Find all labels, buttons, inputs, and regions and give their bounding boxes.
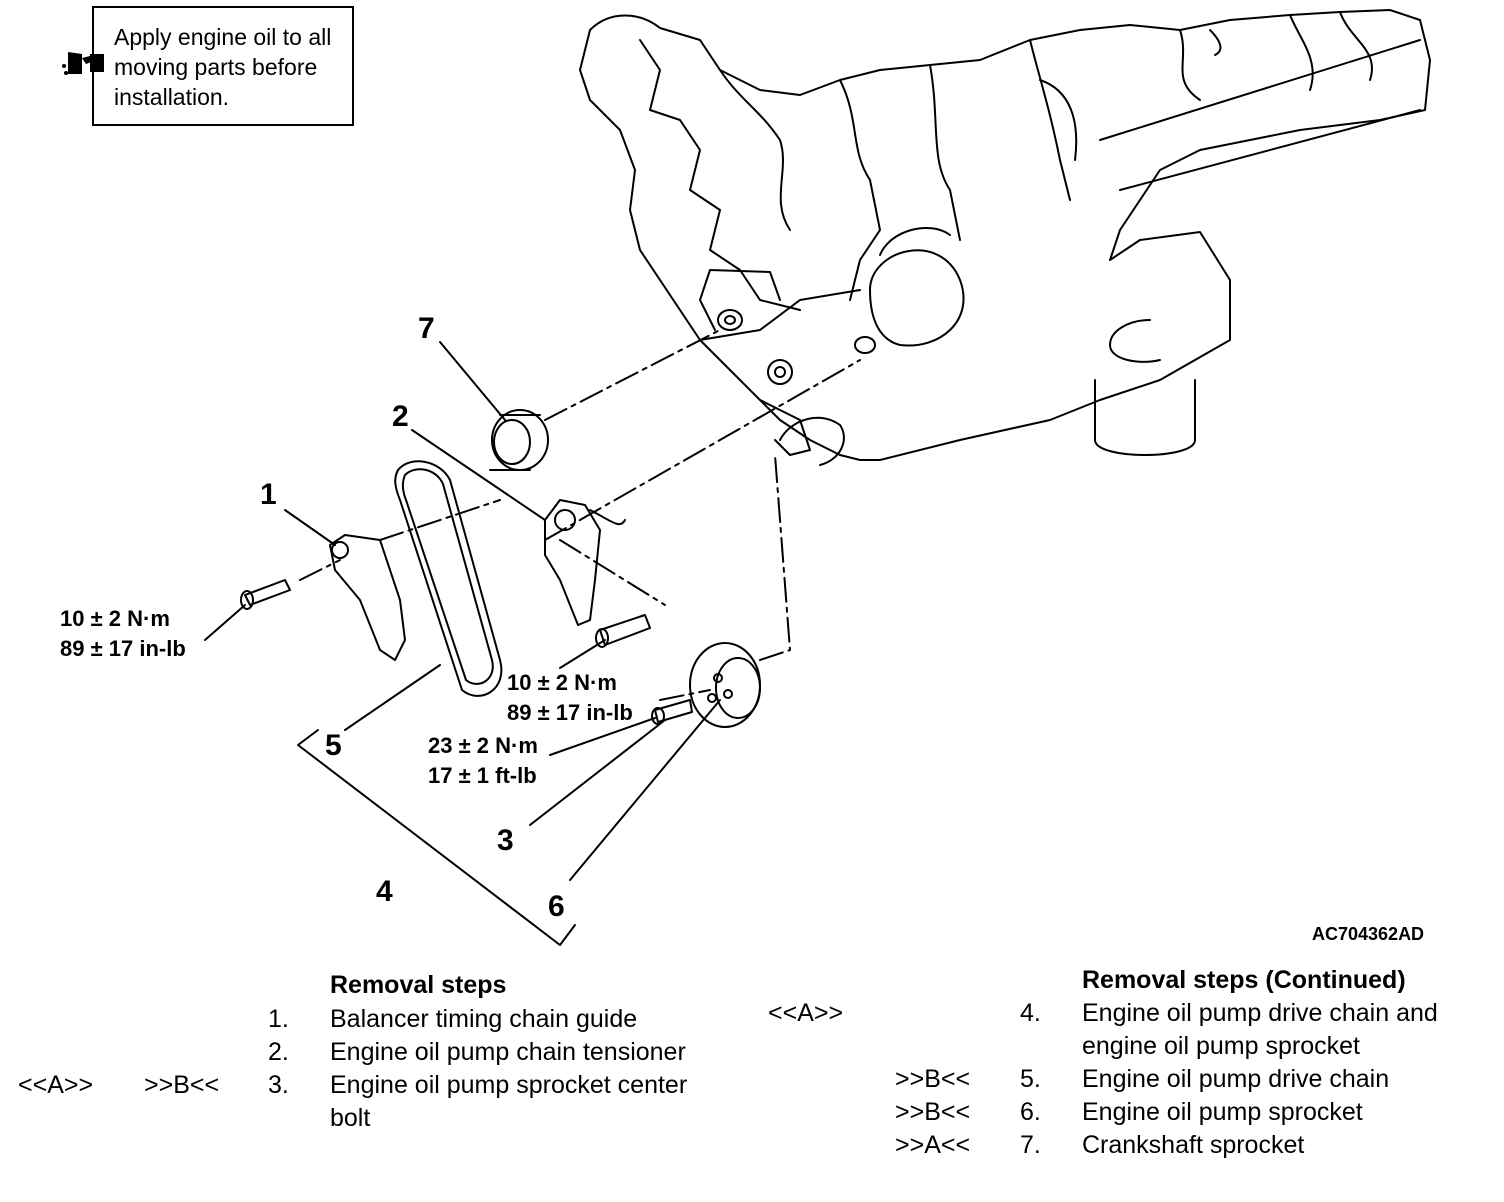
torque-guide-nm: 10 ± 2 N·m xyxy=(60,606,170,631)
callout-4: 4 xyxy=(376,875,393,908)
alignment-lines xyxy=(299,329,861,701)
step-3-removal-ref: <<A>> xyxy=(18,1071,94,1099)
drive-chain xyxy=(394,460,503,697)
torque-center-nm: 23 ± 2 N·m xyxy=(428,733,538,758)
chain-tensioner xyxy=(544,499,626,626)
tensioner-bolt xyxy=(595,614,651,648)
pump-sprocket xyxy=(689,642,761,728)
center-bolt xyxy=(651,699,693,725)
step-6-number: 6. xyxy=(1020,1098,1041,1126)
callout-6: 6 xyxy=(548,890,565,923)
guide-bolt xyxy=(240,579,291,610)
callout-5: 5 xyxy=(325,729,342,762)
step-3-install-ref: >>B<< xyxy=(144,1071,220,1099)
step-5-install-ref: >>B<< xyxy=(895,1065,971,1093)
reference-code: AC704362AD xyxy=(1312,924,1425,944)
step-3-label-cont: bolt xyxy=(330,1104,371,1132)
torque-tensioner-nm: 10 ± 2 N·m xyxy=(507,670,617,695)
step-7-label: Crankshaft sprocket xyxy=(1082,1131,1305,1159)
step-4-label: Engine oil pump drive chain and xyxy=(1082,999,1438,1027)
step-5-number: 5. xyxy=(1020,1065,1041,1093)
callout-3: 3 xyxy=(497,824,514,857)
torque-guide-inlb: 89 ± 17 in-lb xyxy=(60,636,186,661)
step-4-removal-ref: <<A>> xyxy=(768,999,844,1027)
step-3-number: 3. xyxy=(268,1071,289,1099)
step-4-label-cont: engine oil pump sprocket xyxy=(1082,1032,1360,1060)
oil-note-text: Apply engine oil to all moving parts bef… xyxy=(114,24,332,110)
step-1-number: 1. xyxy=(268,1005,289,1033)
step-1-label: Balancer timing chain guide xyxy=(330,1005,638,1033)
oil-can-icon xyxy=(62,52,104,75)
step-2-number: 2. xyxy=(268,1038,289,1066)
step-7-install-ref: >>A<< xyxy=(895,1131,971,1159)
removal-steps-continued-title: Removal steps (Continued) xyxy=(1082,966,1406,994)
step-7-number: 7. xyxy=(1020,1131,1041,1159)
engine-block xyxy=(579,9,1431,466)
callout-2: 2 xyxy=(392,400,409,433)
oil-note-box xyxy=(92,6,354,126)
item-4-bracket xyxy=(297,729,576,946)
crankshaft-sprocket xyxy=(489,409,549,471)
step-3-label: Engine oil pump sprocket center xyxy=(330,1071,688,1099)
torque-tensioner-inlb: 89 ± 17 in-lb xyxy=(507,700,633,725)
step-5-label: Engine oil pump drive chain xyxy=(1082,1065,1390,1093)
leader-lines xyxy=(204,341,721,881)
step-2-label: Engine oil pump chain tensioner xyxy=(330,1038,686,1066)
removal-steps-title: Removal steps xyxy=(330,971,507,999)
step-4-number: 4. xyxy=(1020,999,1041,1027)
torque-center-ftlb: 17 ± 1 ft-lb xyxy=(428,763,537,788)
step-6-label: Engine oil pump sprocket xyxy=(1082,1098,1363,1126)
step-6-install-ref: >>B<< xyxy=(895,1098,971,1126)
callout-1: 1 xyxy=(260,478,277,511)
callout-7: 7 xyxy=(418,312,435,345)
chain-guide xyxy=(329,534,406,661)
